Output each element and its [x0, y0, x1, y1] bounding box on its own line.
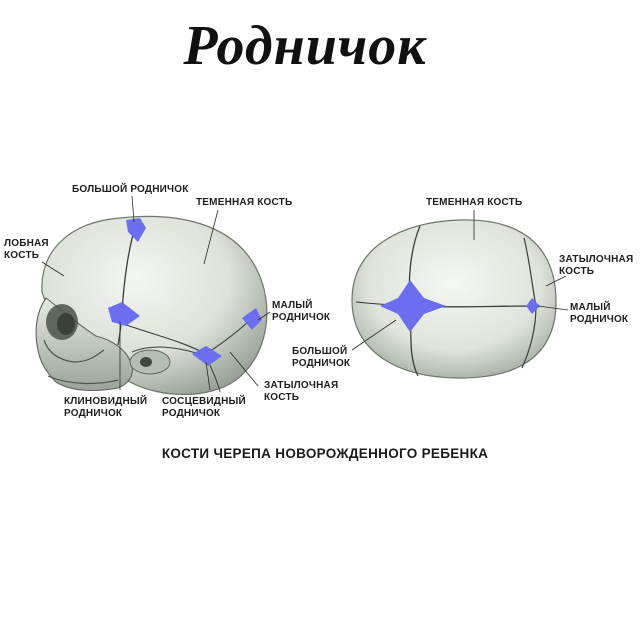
side-leader-lines [41, 195, 271, 391]
diagram-caption: КОСТИ ЧЕРЕПА НОВОРОЖДЕННОГО РЕБЕНКА [161, 446, 489, 461]
label-top-parietal-bone: ТЕМЕННАЯ КОСТЬ [426, 197, 523, 208]
label-side-anterior-fontanelle: БОЛЬШОЙ РОДНИЧОК [72, 184, 189, 195]
label-top-occipital-bone: ЗАТЫЛОЧНАЯ КОСТЬ [559, 254, 634, 277]
top-cranium [351, 219, 557, 379]
label-side-parietal-bone: ТЕМЕННАЯ КОСТЬ [196, 197, 293, 208]
label-top-posterior-fontanelle: МАЛЫЙ РОДНИЧОК [570, 302, 629, 325]
side-anterior-fontanelle [126, 218, 146, 242]
side-mandible [47, 375, 119, 385]
side-orbit-inner [57, 313, 75, 335]
side-mastoid-fontanelle [192, 346, 222, 366]
side-posterior-fontanelle [242, 308, 262, 330]
label-side-frontal-bone: ЛОБНАЯ КОСТЬ [4, 238, 49, 261]
label-side-posterior-fontanelle: МАЛЫЙ РОДНИЧОК [272, 300, 331, 323]
page-title: Родничок [183, 15, 427, 77]
side-view-skull [35, 215, 268, 395]
side-squamous-suture [117, 321, 207, 355]
side-maxilla [43, 339, 105, 363]
top-posterior-fontanelle [526, 298, 540, 314]
top-view-skull [351, 219, 557, 379]
top-anterior-fontanelle [380, 280, 446, 332]
side-sphenoid-fontanelle [108, 302, 140, 326]
label-side-mastoid-fontanelle: СОСЦЕВИДНЫЙ РОДНИЧОК [162, 396, 246, 419]
label-side-sphenoid-fontanelle: КЛИНОВИДНЫЙ РОДНИЧОК [64, 396, 148, 419]
top-leader-lines [351, 210, 569, 351]
side-ear-hole [140, 357, 152, 367]
label-side-occipital-bone: ЗАТЫЛОЧНАЯ КОСТЬ [264, 380, 339, 403]
label-top-anterior-fontanelle: БОЛЬШОЙ РОДНИЧОК [292, 346, 351, 369]
